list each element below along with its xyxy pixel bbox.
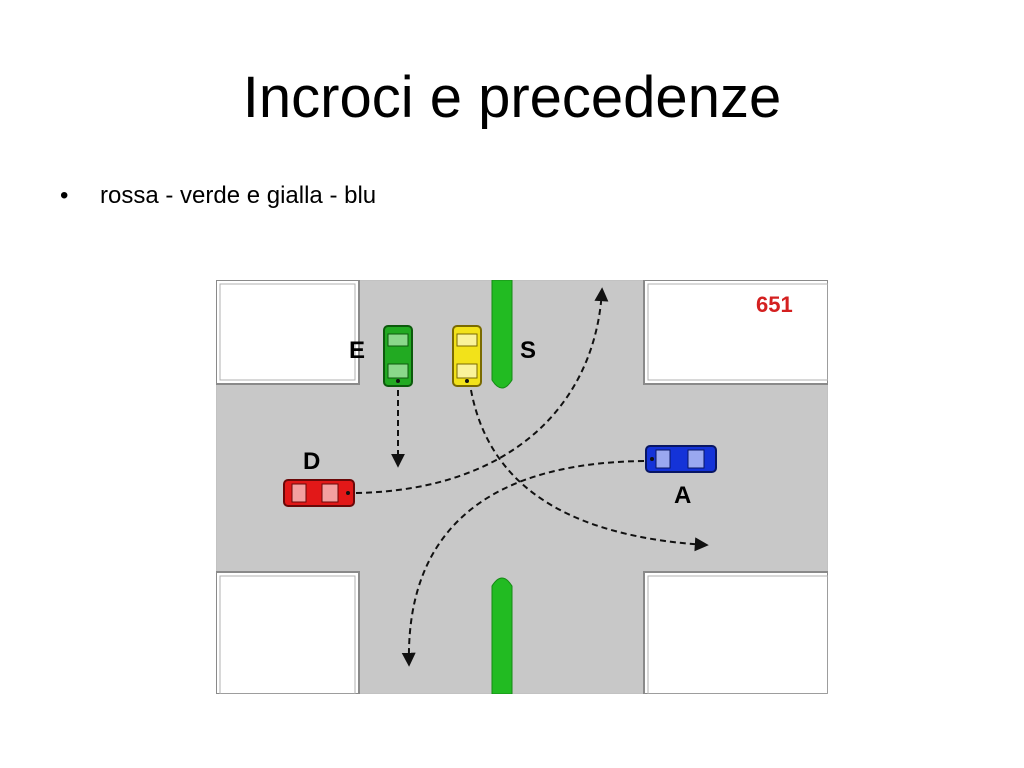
- median-divider-bottom: [491, 577, 513, 694]
- label-e: E: [349, 337, 365, 364]
- label-a: A: [674, 482, 691, 509]
- corner-block-top-right: [643, 280, 828, 385]
- green-car-icon: [383, 325, 413, 387]
- label-s: S: [520, 337, 536, 364]
- red-car-icon: [283, 479, 355, 507]
- bullet-text: rossa - verde e gialla - blu: [100, 182, 377, 209]
- corner-block-top-right-inner: [647, 283, 828, 381]
- path-blue-car: [401, 460, 645, 667]
- path-yellow-car: [470, 389, 709, 552]
- path-red-car: [355, 287, 609, 494]
- corner-block-top-left: [216, 280, 360, 385]
- label-d: D: [303, 448, 320, 475]
- corner-block-bottom-right: [643, 571, 828, 694]
- corner-block-bottom-left-inner: [219, 575, 356, 694]
- blue-car-icon: [645, 445, 717, 473]
- quiz-number: 651: [756, 292, 793, 317]
- corner-block-bottom-left: [216, 571, 360, 694]
- intersection-svg: E S D A 651: [216, 280, 828, 694]
- intersection-diagram: E S D A 651: [216, 280, 828, 694]
- bullet-item: • rossa - verde e gialla - blu: [60, 181, 376, 211]
- bullet-list: • rossa - verde e gialla - blu: [60, 181, 376, 211]
- bullet-dot-icon: •: [60, 182, 69, 209]
- slide-title: Incroci e precedenze: [242, 65, 782, 130]
- yellow-car-icon: [452, 325, 482, 387]
- median-divider-top: [491, 280, 513, 389]
- corner-block-bottom-right-inner: [647, 575, 828, 694]
- corner-block-top-left-inner: [219, 283, 356, 381]
